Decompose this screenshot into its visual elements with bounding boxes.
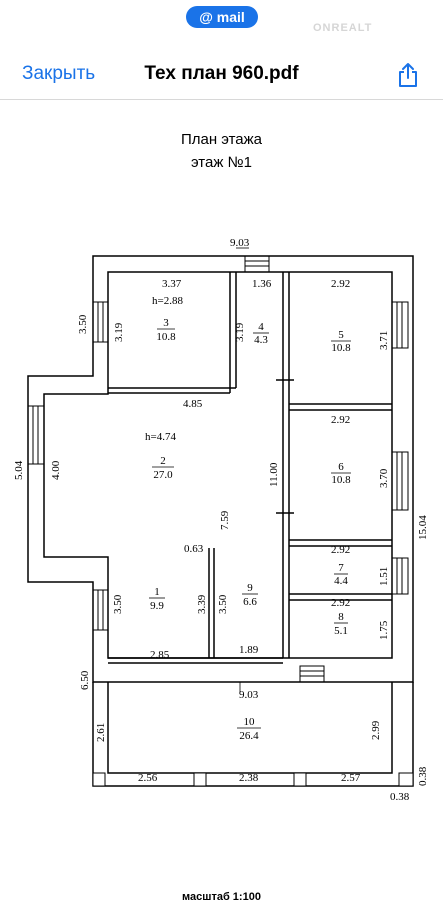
share-icon[interactable] (396, 62, 420, 88)
dimension-lines (236, 247, 249, 692)
dim-bottom-2: 2.38 (239, 772, 259, 784)
dim-r9-side: 3.50 (217, 594, 229, 614)
dim-r7-width: 2.92 (331, 544, 350, 556)
room-8-number: 8 (338, 611, 344, 623)
room-5-number: 5 (338, 329, 344, 341)
room-10-number: 10 (244, 716, 256, 728)
dim-r8-width: 2.92 (331, 597, 350, 609)
room-7-number: 7 (338, 562, 344, 574)
dim-top-mid: 1.36 (252, 278, 272, 290)
dim-r5-width: 2.92 (331, 278, 350, 290)
room-5-area: 10.8 (331, 342, 351, 354)
room-10-area: 26.4 (239, 730, 259, 742)
dim-outer-left-mid: 5.04 (13, 460, 25, 480)
dim-r3-side: 3.19 (113, 322, 125, 342)
dim-outer-left-bot: 6.50 (79, 670, 91, 690)
dim-center: 11.00 (268, 462, 280, 487)
dim-corridor: 7.59 (219, 510, 231, 530)
room-9-area: 6.6 (243, 596, 257, 608)
room-8-area: 5.1 (334, 625, 348, 637)
dim-r1-side: 3.50 (112, 594, 124, 614)
room-1-area: 9.9 (150, 600, 164, 612)
document-title: Тех план 960.pdf (144, 63, 299, 84)
dim-terrace-left: 2.61 (95, 723, 107, 742)
room-9-number: 9 (247, 582, 253, 594)
dim-bottom-1: 2.56 (138, 772, 158, 784)
dimension-labels: 9.03 1.36 3.37 h=2.88 3.19 3.50 3.19 2.9… (13, 237, 429, 803)
dim-left-inner: 4.00 (50, 460, 62, 480)
viewer-header: @ mail ONREALT Закрыть Тех план 960.pdf (0, 0, 443, 100)
room-7-area: 4.4 (334, 575, 348, 587)
windows (27, 255, 409, 683)
dim-outer-right: 15.04 (417, 515, 429, 540)
plan-title: План этажа (180, 131, 263, 148)
room-2-number: 2 (160, 455, 166, 467)
mail-app-badge[interactable]: @ mail (186, 6, 258, 28)
floor-plan: 9.03 1.36 3.37 h=2.88 3.19 3.50 3.19 2.9… (13, 237, 429, 803)
dim-r6-width: 2.92 (331, 414, 350, 426)
watermark-logo: ONREALT (313, 22, 373, 34)
dim-r4-side: 3.19 (234, 322, 246, 342)
terrace-posts (92, 772, 414, 787)
dim-r7-side: 1.51 (378, 567, 390, 586)
dim-top: 9.03 (230, 237, 250, 249)
dim-r2-width: 4.85 (183, 398, 203, 410)
scale-label: масштаб 1:100 (182, 891, 261, 903)
dim-r1-width: 2.85 (150, 649, 170, 661)
dim-r1-side2: 3.39 (196, 594, 208, 614)
dim-r2-height: h=4.74 (145, 431, 176, 443)
dim-terrace-top: 9.03 (239, 689, 259, 701)
room-3-number: 3 (163, 317, 169, 329)
dim-corner-h: 0.38 (390, 791, 410, 803)
dim-r8-side: 1.75 (378, 620, 390, 640)
partitions (108, 272, 392, 664)
floor-subtitle: этаж №1 (190, 154, 252, 171)
room-6-number: 6 (338, 461, 344, 473)
dim-small: 0.63 (184, 543, 204, 555)
room-4-number: 4 (258, 321, 264, 333)
room-3-area: 10.8 (156, 331, 176, 343)
dim-bottom-3: 2.57 (341, 772, 361, 784)
room-2-area: 27.0 (153, 469, 173, 481)
dim-outer-left-top: 3.50 (77, 314, 89, 334)
room-4-area: 4.3 (254, 334, 268, 346)
dim-r9-width: 1.89 (239, 644, 259, 656)
room-6-area: 10.8 (331, 474, 351, 486)
dim-terrace-right: 2.99 (370, 720, 382, 740)
dim-r5-side: 3.71 (378, 331, 390, 350)
dim-r3-width: 3.37 (162, 278, 182, 290)
room-1-number: 1 (154, 586, 160, 598)
walls (27, 255, 414, 787)
close-button[interactable]: Закрыть (22, 63, 96, 84)
dim-r3-height: h=2.88 (152, 295, 183, 307)
dim-r6-side: 3.70 (378, 468, 390, 488)
dim-corner-v: 0.38 (417, 766, 429, 786)
room-labels: 3 10.8 4 4.3 5 10.8 2 27.0 6 10.8 7 4.4 … (149, 317, 351, 742)
